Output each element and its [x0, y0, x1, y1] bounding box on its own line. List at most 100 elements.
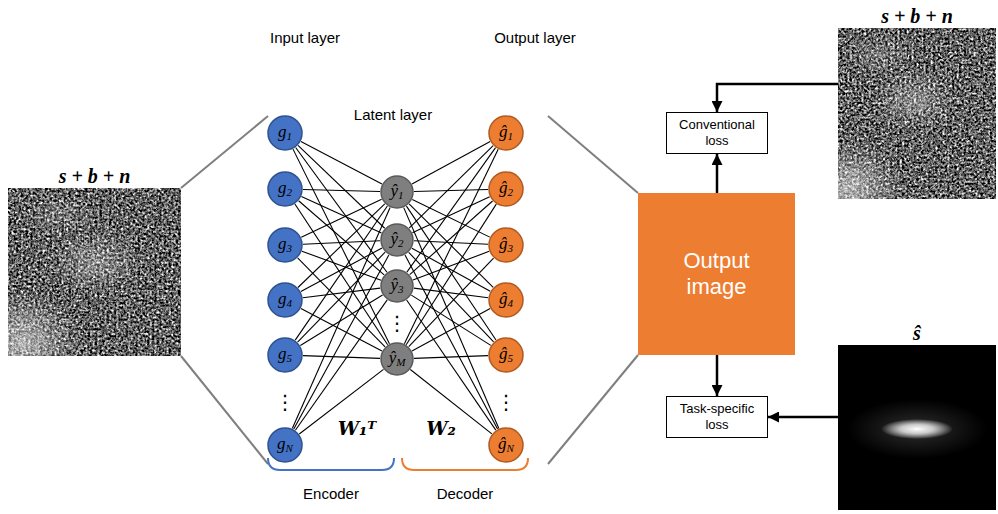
input-neuron: g1 [267, 115, 303, 151]
weight-connection [301, 141, 382, 184]
weight-connection [299, 201, 385, 275]
output-neuron: ĝ2 [488, 171, 524, 207]
neuron-label: ĝ5 [499, 345, 513, 364]
input-neuron: g4 [267, 282, 303, 318]
neuron-label: g3 [278, 235, 292, 254]
target-image: s + b + n [838, 4, 996, 199]
subscript: N [507, 443, 514, 455]
weight-connection [405, 255, 498, 429]
weight-connection [292, 208, 390, 429]
subscript: 3 [507, 243, 513, 255]
label-slot: W₁ᵀ [338, 418, 377, 439]
weight-connection [303, 241, 380, 244]
subscript: 2 [286, 187, 292, 199]
weight-connection [406, 204, 496, 345]
label-slot: Output layer [494, 30, 576, 47]
flow-arrow [768, 416, 838, 419]
subscript: 5 [286, 353, 292, 365]
latent-neuron: ŷ1 [380, 175, 414, 209]
weight-connection [300, 295, 382, 346]
weight-connection [303, 356, 380, 359]
subscript: 1 [507, 131, 513, 143]
weight-connection [407, 300, 496, 430]
latent-neuron: ŷ2 [380, 223, 414, 257]
noisy-image [838, 28, 996, 199]
weight-connection [414, 241, 488, 244]
noisy-image [8, 188, 181, 356]
label-slot: ⋮ [387, 312, 407, 334]
weight-connection [414, 189, 488, 191]
layer-label: Input layer [270, 30, 340, 47]
loss-box: Conventional loss [666, 112, 768, 154]
weight-connection [410, 201, 493, 275]
output-neuron: ĝN [488, 427, 524, 463]
projection-lines [181, 116, 638, 464]
signal-image: ŝ [838, 321, 996, 510]
label-slot: Input layer [270, 30, 340, 47]
weight-connection [293, 149, 389, 344]
subscript: 5 [507, 353, 513, 365]
input-image: s + b + n [8, 164, 181, 356]
weight-connection [301, 196, 381, 232]
neuron-label: g4 [278, 290, 292, 309]
label-slot: Decoder [437, 486, 494, 503]
subscript: 1 [398, 190, 404, 202]
neuron-label: g2 [278, 179, 292, 198]
neuron-label: ĝ1 [499, 123, 513, 142]
neuron-label: ŷM [389, 349, 406, 368]
neuron-label: ĝ3 [499, 235, 513, 254]
image-heading: ŝ [913, 321, 921, 345]
neuron-label: ŷ2 [390, 230, 403, 249]
signal-image [838, 345, 996, 510]
bracket-label: Encoder [303, 486, 359, 503]
neuron-label: ĝN [498, 435, 514, 454]
neuron-label: ĝ2 [499, 179, 513, 198]
subscript: 3 [286, 243, 292, 255]
loss-box: Task-specific loss [666, 396, 768, 438]
flow-arrow [716, 355, 719, 396]
subscript: M [396, 357, 405, 369]
output-neuron: ĝ3 [488, 227, 524, 263]
neuron-label: ŷ1 [390, 182, 403, 201]
weight-connection [303, 189, 380, 191]
label-slot: W₂ [426, 418, 456, 439]
box-label: Task-specific loss [673, 401, 761, 432]
weight-connection [412, 197, 489, 233]
weight-label: W₂ [426, 418, 456, 439]
label-slot: ⋮ [275, 391, 295, 413]
weight-connection [298, 204, 385, 288]
neuron-label: g5 [278, 345, 292, 364]
subscript: N [286, 443, 293, 455]
weight-connection [414, 356, 488, 359]
ellipsis-mark: ⋮ [275, 391, 295, 413]
weight-connection [298, 258, 385, 347]
input-neuron: g2 [267, 171, 303, 207]
subscript: 1 [286, 131, 292, 143]
weight-connection [298, 252, 386, 342]
weight-connection [295, 204, 388, 345]
neuron-label: g1 [278, 123, 292, 142]
output-neuron: ĝ1 [488, 115, 524, 151]
layer-label: Latent layer [354, 107, 432, 124]
image-heading: s + b + n [881, 4, 953, 28]
weight-connection [404, 149, 498, 343]
input-neuron: gN [267, 427, 303, 463]
label-slot: Latent layer [354, 107, 432, 124]
output-image-box: Output image [638, 193, 795, 355]
output-neuron: ĝ5 [488, 337, 524, 373]
weight-connection [412, 142, 490, 184]
ellipsis-mark: ⋮ [496, 391, 516, 413]
flow-arrow [716, 154, 719, 193]
subscript: 4 [507, 298, 513, 310]
input-neuron: g5 [267, 337, 303, 373]
layer-label: Output layer [494, 30, 576, 47]
ellipsis-mark: ⋮ [387, 312, 407, 334]
subscript: 4 [286, 298, 292, 310]
box-label: Conventional loss [673, 117, 761, 148]
subscript: 2 [507, 187, 513, 199]
weight-connection [409, 258, 494, 347]
weight-label: W₁ᵀ [338, 418, 377, 439]
neuron-label: ĝ4 [499, 290, 513, 309]
box-label: Output image [661, 248, 773, 301]
bracket-label: Decoder [437, 486, 494, 503]
